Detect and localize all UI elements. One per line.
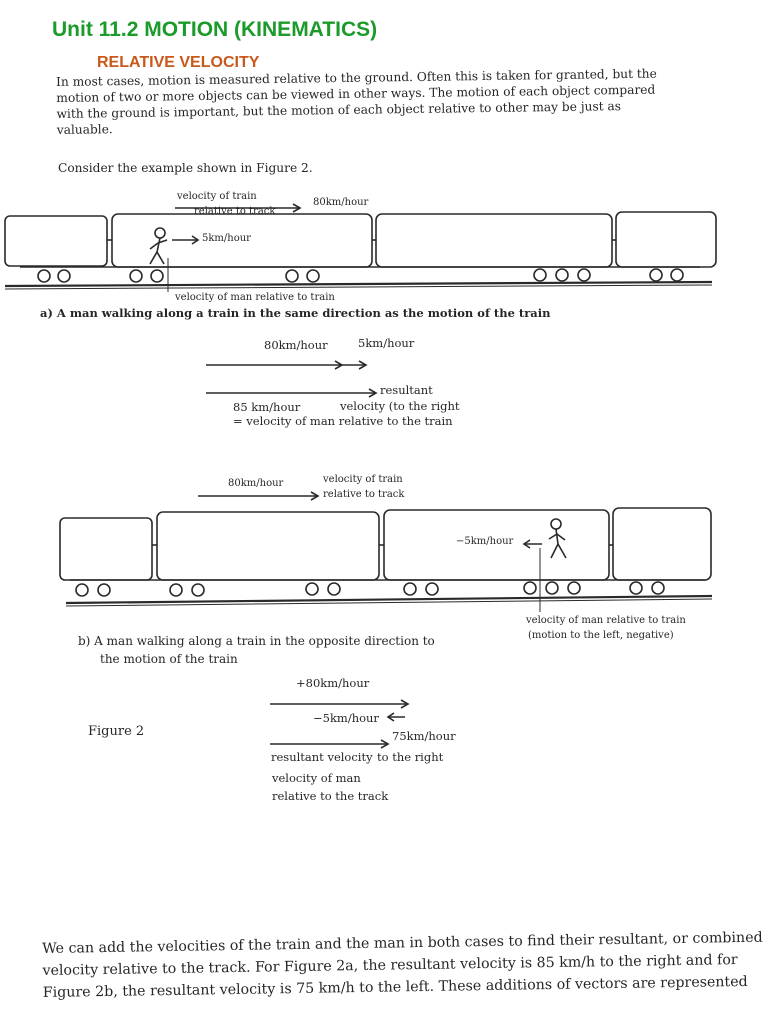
resultant-desc-a: velocity (to the right: [340, 399, 460, 413]
caption-a: a) A man walking along a train in the sa…: [40, 306, 551, 320]
man-walking-left-icon: [548, 518, 567, 559]
resultant-speed-a: 85 km/hour: [233, 400, 301, 414]
consider-text: Consider the example shown in Figure 2.: [58, 161, 313, 175]
vector-b-label-2: −5km/hour: [313, 711, 379, 725]
man-relative-track-2: relative to the track: [272, 789, 389, 803]
unit-title: Unit 11.2 MOTION (KINEMATICS): [52, 18, 378, 41]
caption-b-line-1: b) A man walking along a train in the op…: [78, 634, 435, 648]
train-speed-a: 80km/hour: [313, 197, 369, 208]
man-velocity-label-b-1: velocity of man relative to train: [526, 615, 686, 626]
closing-paragraph: We can add the velocities of the train a…: [42, 927, 763, 1004]
man-speed-a: 5km/hour: [202, 233, 251, 244]
vector-a-label-1: 80km/hour: [264, 338, 328, 352]
wheels-b: [75, 581, 665, 597]
wheels-a: [37, 268, 684, 283]
vector-a-label-2: 5km/hour: [358, 336, 415, 350]
man-relative-track-1: velocity of man: [272, 771, 361, 785]
resultant-label-b: resultant velocity: [271, 750, 373, 764]
resultant-dir-b: to the right: [377, 750, 444, 764]
resultant-label-a: resultant: [380, 383, 433, 397]
man-speed-b: −5km/hour: [456, 536, 514, 547]
train-speed-b: 80km/hour: [228, 478, 284, 489]
train-velocity-label-1: velocity of train: [177, 191, 257, 202]
train-velocity-label-b-2: relative to track: [323, 489, 405, 500]
man-velocity-label-b-2: (motion to the left, negative): [528, 630, 674, 641]
man-walking-right-icon: [149, 227, 168, 265]
man-velocity-label-a: velocity of man relative to train: [175, 292, 335, 303]
section-title: RELATIVE VELOCITY: [97, 54, 260, 71]
train-velocity-label-b-1: velocity of train: [323, 474, 403, 485]
train-a: [4, 211, 717, 290]
figure-label: Figure 2: [88, 724, 145, 739]
vector-b-label-1: +80km/hour: [296, 676, 370, 690]
caption-b: b) A man walking along a train in the op…: [78, 632, 435, 668]
caption-b-line-2: the motion of the train: [100, 652, 238, 666]
train-b: [59, 507, 713, 607]
train-velocity-label-2: relative to track: [194, 206, 276, 217]
resultant-speed-b: 75km/hour: [392, 729, 456, 743]
resultant-eq-a: = velocity of man relative to the train: [233, 414, 453, 428]
